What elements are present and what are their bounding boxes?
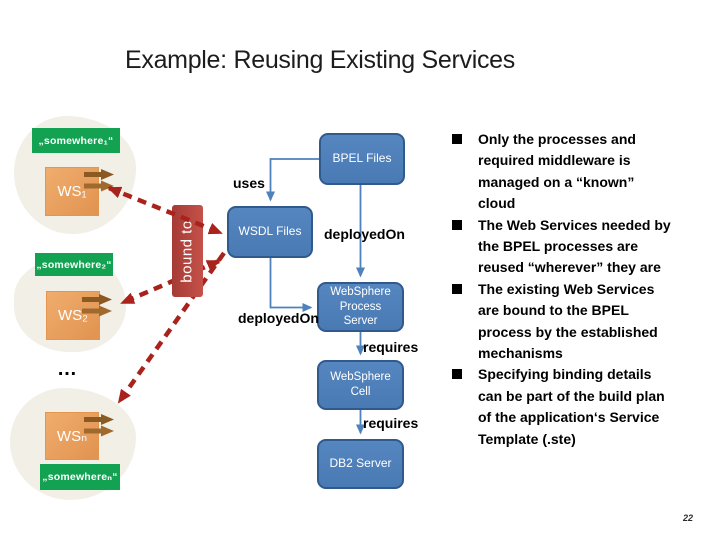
websphere-cell-label: WebSphere Cell xyxy=(330,371,391,398)
wsdl-files-box: WSDL Files xyxy=(227,206,313,258)
bpel-files-box: BPEL Files xyxy=(319,133,405,185)
slide-title: Example: Reusing Existing Services xyxy=(125,46,515,74)
edge-label-deployedon-wsdl: deployedOn xyxy=(238,310,319,326)
wsdl-files-label: WSDL Files xyxy=(238,224,302,239)
service-endpoint-arrows-icon xyxy=(84,169,114,192)
ws2-box: WS₂ xyxy=(46,291,100,340)
ws1-label: WS₁ xyxy=(57,183,87,200)
bullet-text: The existing Web Services are bound to t… xyxy=(478,280,658,362)
bullet-list: Only the processes and required middlewa… xyxy=(452,129,708,450)
bullet-text: Specifying binding details can be part o… xyxy=(478,366,665,447)
somewhere-label-n-text: „somewhereₙ“ xyxy=(42,471,118,483)
bullet-item: The existing Web Services are bound to t… xyxy=(452,279,708,365)
db2-server-box: DB2 Server xyxy=(317,439,404,489)
edge-label-deployedon-bpel: deployedOn xyxy=(324,226,405,242)
bullet-square-icon xyxy=(452,283,462,294)
ws2-label: WS₂ xyxy=(58,307,88,324)
bullet-text: Only the processes and required middlewa… xyxy=(478,131,636,212)
somewhere-label-2-text: „somewhere₂“ xyxy=(36,258,112,271)
bullet-item: The Web Services needed by the BPEL proc… xyxy=(452,215,708,279)
bullet-square-icon xyxy=(452,369,462,380)
edge-label-uses: uses xyxy=(233,175,265,191)
bullet-item: Only the processes and required middlewa… xyxy=(452,129,708,215)
somewhere-label-2: „somewhere₂“ xyxy=(35,253,113,276)
bpel-files-label: BPEL Files xyxy=(332,151,392,166)
websphere-cell-box: WebSphere Cell xyxy=(317,360,404,410)
edge-label-requires-cell: requires xyxy=(363,339,419,355)
somewhere-label-1-text: „somewhere₁“ xyxy=(38,134,114,147)
websphere-process-server-box: WebSphere Process Server xyxy=(317,282,404,332)
page-number: 22 xyxy=(683,513,694,523)
ellipsis-more-services: … xyxy=(57,358,78,380)
db2-server-label: DB2 Server xyxy=(329,456,392,471)
service-endpoint-arrows-icon xyxy=(84,414,114,437)
bullet-square-icon xyxy=(452,134,462,144)
bullet-item: Specifying binding details can be part o… xyxy=(452,364,708,450)
service-endpoint-arrows-icon xyxy=(82,294,112,317)
bullet-text: The Web Services needed by the BPEL proc… xyxy=(478,216,671,276)
websphere-process-server-label: WebSphere Process Server xyxy=(330,285,391,328)
connector-bpel-uses-wsdl xyxy=(266,158,319,202)
connector-wsdl-deployedon-wps xyxy=(269,258,313,312)
somewhere-label-1: „somewhere₁“ xyxy=(32,128,120,153)
edge-label-requires-db2: requires xyxy=(363,415,419,431)
bullet-square-icon xyxy=(452,219,462,230)
wsn-label: WSₙ xyxy=(56,428,88,445)
somewhere-label-n: „somewhereₙ“ xyxy=(40,464,120,490)
connector-boundto-ws1 xyxy=(107,185,223,236)
